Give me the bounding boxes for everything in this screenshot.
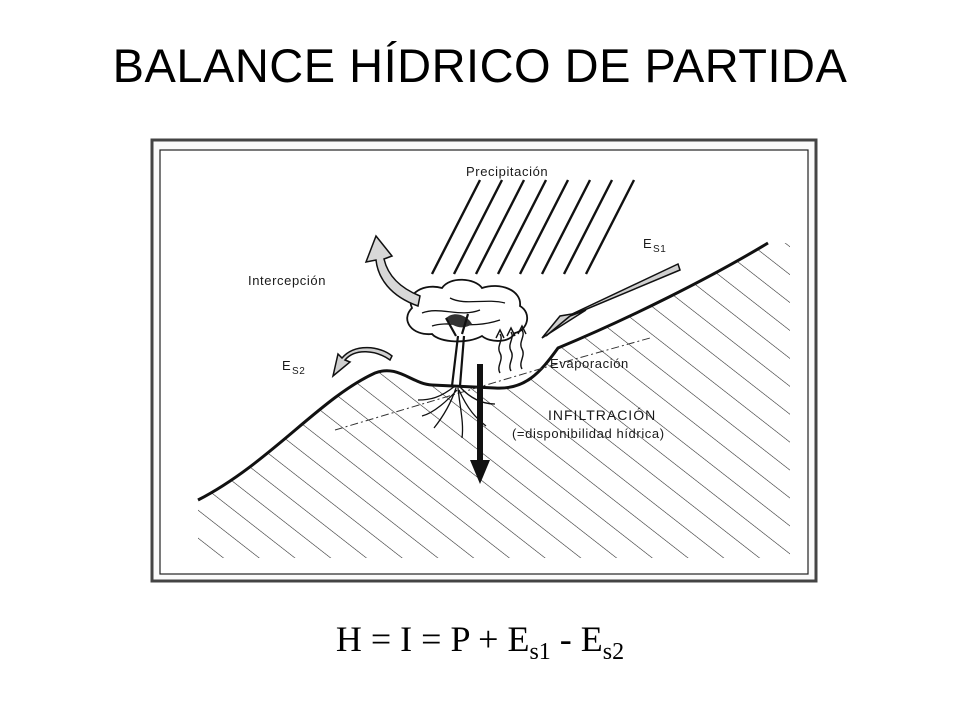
label-es1: E <box>643 236 652 251</box>
evaporation-arrows <box>495 324 527 374</box>
label-es2: E <box>282 358 291 373</box>
es1-arrow <box>541 262 681 339</box>
ground-surface <box>197 241 769 502</box>
label-es2-sub: S2 <box>292 366 305 377</box>
formula-sub2: s2 <box>602 639 625 665</box>
precipitation-lines <box>430 179 636 275</box>
label-infiltration: INFILTRACIÓN <box>548 407 656 423</box>
interception-arrow <box>364 234 421 307</box>
label-es1-sub: S1 <box>653 244 666 255</box>
tree-icon <box>406 278 529 439</box>
es2-arrow <box>331 346 393 378</box>
infiltration-arrow <box>470 364 490 484</box>
label-precipitation: Precipitación <box>466 164 548 179</box>
water-balance-formula: H = I = P + Es1 - Es2 <box>0 618 960 666</box>
label-interception: Intercepción <box>248 273 326 288</box>
formula-sub1: s1 <box>529 639 551 665</box>
water-balance-diagram: Precipitación Intercepción E S1 E S2 Eva… <box>150 138 818 583</box>
slide-title: BALANCE HÍDRICO DE PARTIDA <box>112 39 848 92</box>
formula-lhs: H = I = P + E <box>335 619 530 659</box>
label-availability: (=disponibilidad hídrica) <box>512 426 665 441</box>
label-evaporation: Evaporación <box>550 356 629 371</box>
formula-minus: - E <box>550 619 603 659</box>
reference-line <box>334 337 651 431</box>
